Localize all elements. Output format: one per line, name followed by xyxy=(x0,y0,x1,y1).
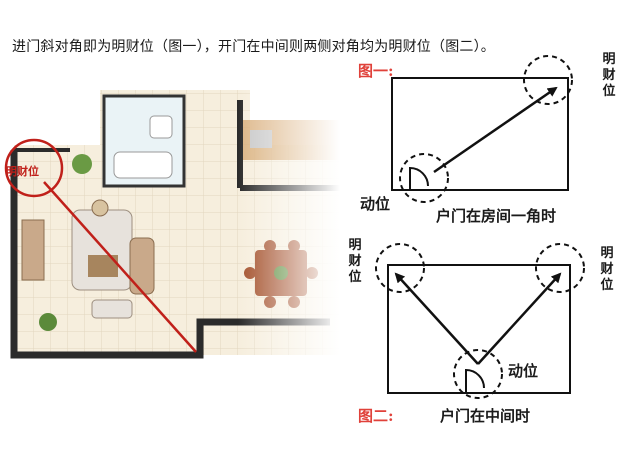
figure2-door-circle xyxy=(453,349,503,399)
wealth-position-circle xyxy=(4,138,64,198)
figure1-door-icon xyxy=(409,166,429,190)
figure2-room xyxy=(387,264,571,394)
figure2-door-icon xyxy=(465,368,485,393)
figure2-door-label: 动位 xyxy=(508,362,539,380)
figure1-wealth-label: 明财位 xyxy=(602,52,616,99)
figure1-label: 图一: xyxy=(358,62,394,80)
figure2-wealth-label-right: 明财位 xyxy=(600,246,614,293)
floorplan-wealth-badge: 明财位 xyxy=(6,165,39,178)
figure1-room xyxy=(391,77,569,191)
figure-1 xyxy=(391,55,573,203)
figure1-door-label: 动位 xyxy=(360,195,391,213)
figure2-wealth-label-left: 明财位 xyxy=(348,238,362,285)
figure1-arrow xyxy=(433,86,558,174)
figure-2 xyxy=(375,243,585,399)
figure2-wealth-circle-left xyxy=(375,243,425,293)
figure2-wealth-circle-right xyxy=(535,243,585,293)
intro-text: 进门斜对角即为明财位（图一），开门在中间则两侧对角均为明财位（图二）。 xyxy=(12,39,495,55)
figure2-arrow-right xyxy=(477,272,562,365)
figure2-label: 图二: xyxy=(358,407,394,425)
figure1-wealth-circle xyxy=(523,55,573,105)
floor-plan-illustration xyxy=(0,60,340,360)
diagonal-line xyxy=(43,181,197,353)
figure2-arrow-left xyxy=(394,272,479,365)
figure1-door-circle xyxy=(399,153,449,203)
figure2-caption: 户门在中间时 xyxy=(440,407,531,425)
figure1-caption: 户门在房间一角时 xyxy=(436,207,557,225)
